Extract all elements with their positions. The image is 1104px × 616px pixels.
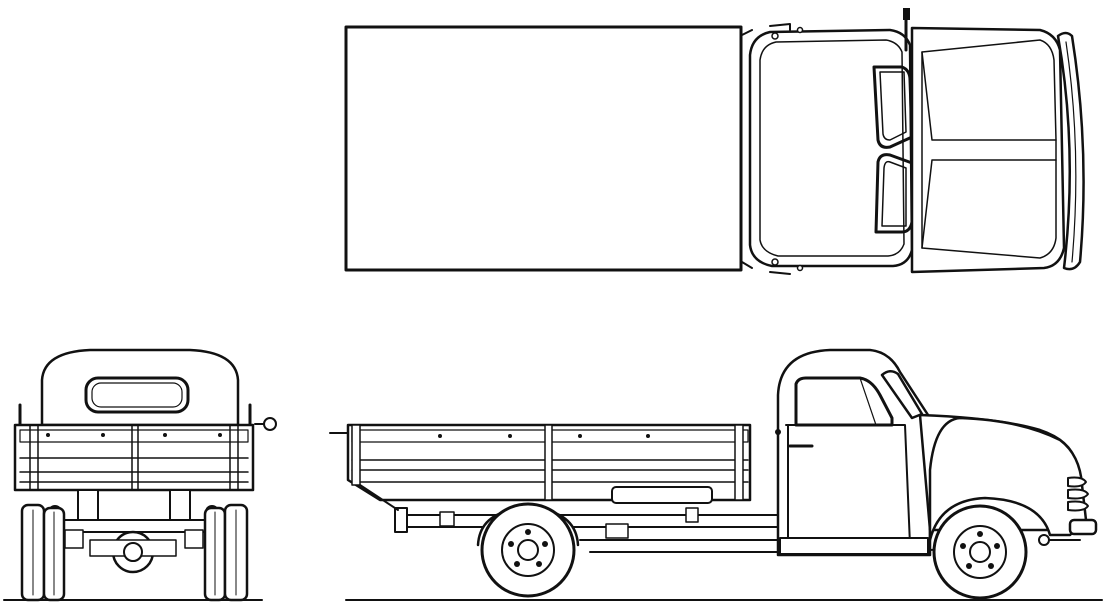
side-view: [329, 348, 1103, 601]
side-running-board: [779, 537, 929, 555]
side-grille: [1067, 476, 1089, 512]
rear-right-tires: [203, 503, 249, 602]
side-fuel-tank: [611, 486, 713, 504]
top-cargo-bed: [344, 25, 743, 272]
rear-mirror: [263, 417, 277, 431]
side-front-bumper: [1068, 518, 1098, 536]
top-front-bumper: [1056, 31, 1085, 271]
side-windshield: [880, 370, 924, 420]
rear-left-tires: [20, 503, 66, 602]
top-view: [344, 8, 1085, 275]
top-cab-roof-inner: [759, 39, 905, 257]
side-rear-wheel: [476, 502, 580, 598]
rear-view: [3, 348, 277, 602]
top-hood: [910, 26, 1066, 274]
side-chassis: [399, 514, 781, 553]
side-front-fender: [928, 416, 1088, 542]
side-front-wheel: [932, 504, 1028, 600]
rear-window: [84, 376, 190, 414]
